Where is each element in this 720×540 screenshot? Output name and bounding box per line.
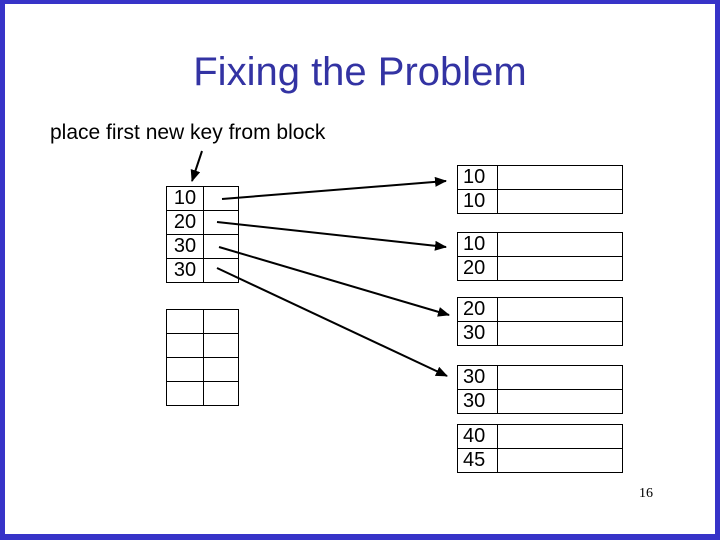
table-cell-pointer <box>203 186 239 211</box>
table-row: 30 <box>457 389 623 414</box>
arrow-row3-to-bucket3 <box>218 246 450 317</box>
table-row: 20 <box>166 210 239 235</box>
table-cell-empty <box>497 321 623 346</box>
table-row: 30 <box>457 321 623 346</box>
table-row <box>166 381 239 406</box>
table-cell-key: 30 <box>457 365 498 390</box>
table-cell-empty <box>497 389 623 414</box>
table-row: 30 <box>166 258 239 283</box>
table-cell-empty <box>203 309 239 334</box>
table-row: 10 <box>457 232 623 257</box>
table-cell-pointer <box>203 258 239 283</box>
bucket-table-1: 10 10 <box>457 165 623 214</box>
table-row <box>166 333 239 358</box>
table-row <box>166 357 239 382</box>
bucket-table-3: 20 30 <box>457 297 623 346</box>
bucket-table-2: 10 20 <box>457 232 623 281</box>
bucket-table-4: 30 30 <box>457 365 623 414</box>
slide: Fixing the Problem place first new key f… <box>5 4 715 534</box>
table-cell-key: 10 <box>457 232 498 257</box>
table-cell-key: 30 <box>457 389 498 414</box>
table-cell-key: 20 <box>457 297 498 322</box>
table-cell-empty <box>166 357 204 382</box>
table-cell-empty <box>166 333 204 358</box>
table-cell-key: 30 <box>457 321 498 346</box>
table-cell-empty <box>497 365 623 390</box>
table-row: 10 <box>457 189 623 214</box>
table-row: 10 <box>457 165 623 190</box>
table-cell-key: 30 <box>166 258 204 283</box>
bucket-table-5: 40 45 <box>457 424 623 473</box>
table-row: 45 <box>457 448 623 473</box>
table-cell-empty <box>497 189 623 214</box>
arrow-row2-to-bucket2 <box>216 221 447 251</box>
table-row: 30 <box>166 234 239 259</box>
table-cell-empty <box>497 448 623 473</box>
table-cell-key: 20 <box>457 256 498 281</box>
table-row: 20 <box>457 297 623 322</box>
arrow-row4-to-bucket4 <box>216 267 448 377</box>
table-cell-empty <box>166 309 204 334</box>
page-number: 16 <box>639 486 653 501</box>
table-cell-key: 30 <box>166 234 204 259</box>
source-block-table: 10 20 30 30 <box>166 186 239 283</box>
table-cell-key: 45 <box>457 448 498 473</box>
table-cell-pointer <box>203 234 239 259</box>
body-text: place first new key from block <box>50 121 326 144</box>
table-cell-empty <box>497 165 623 190</box>
table-row <box>166 309 239 334</box>
table-row: 10 <box>166 186 239 211</box>
table-cell-empty <box>497 424 623 449</box>
table-cell-empty <box>497 256 623 281</box>
table-cell-key: 10 <box>166 186 204 211</box>
table-cell-key: 10 <box>457 189 498 214</box>
table-cell-empty <box>203 333 239 358</box>
table-row: 20 <box>457 256 623 281</box>
table-cell-empty <box>497 232 623 257</box>
empty-block-table <box>166 309 239 406</box>
table-cell-key: 10 <box>457 165 498 190</box>
table-row: 40 <box>457 424 623 449</box>
table-row: 30 <box>457 365 623 390</box>
table-cell-pointer <box>203 210 239 235</box>
table-cell-empty <box>203 381 239 406</box>
arrow-annotation-to-left-block <box>190 150 203 182</box>
table-cell-empty <box>203 357 239 382</box>
arrow-row1-to-bucket1 <box>221 176 447 200</box>
slide-title: Fixing the Problem <box>193 50 527 94</box>
table-cell-empty <box>166 381 204 406</box>
table-cell-key: 20 <box>166 210 204 235</box>
table-cell-key: 40 <box>457 424 498 449</box>
table-cell-empty <box>497 297 623 322</box>
